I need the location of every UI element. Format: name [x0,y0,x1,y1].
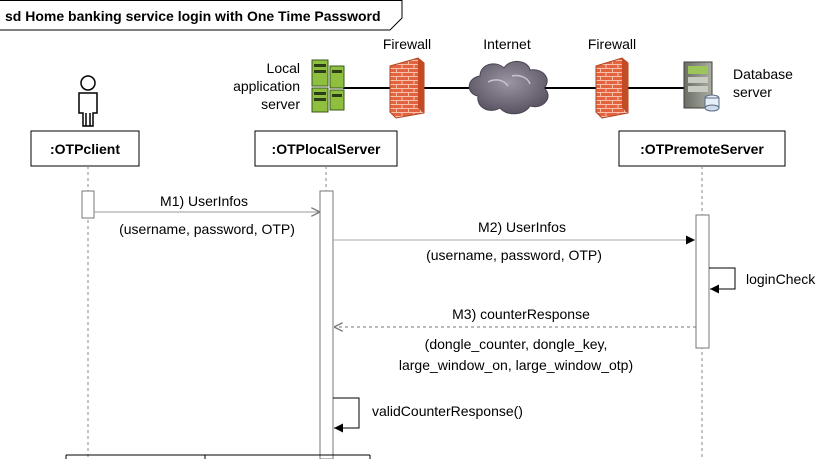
lifeline-local-name: :OTPlocalServer [272,141,381,157]
internet-label: Internet [483,36,531,52]
message-m3-params-line2: large_window_on, large_window_otp) [399,357,633,373]
message-m3-params-line1: (dongle_counter, dongle_key, [425,336,608,352]
lifeline-remote-header: :OTPremoteServer [618,130,786,167]
local-server-icon [311,59,345,113]
activation-remote [695,214,710,349]
message-m1-params: (username, password, OTP) [119,221,295,237]
database-label-line1: Database [733,66,793,82]
message-m2-label: M2) UserInfos [478,219,566,235]
firewall-left-label: Firewall [383,36,431,52]
firewall-left-icon [389,57,425,119]
actor-user-icon [78,75,98,127]
local-server-label-line1: Local [267,60,300,76]
firewall-right-icon [595,57,629,119]
lifeline-local-header: :OTPlocalServer [254,130,398,167]
message-m3-label: M3) counterResponse [452,306,590,322]
lifeline-remote-name: :OTPremoteServer [640,141,764,157]
local-server-label: Local application server [233,60,300,112]
message-m1-label: M1) UserInfos [160,193,248,209]
activation-client [81,190,95,219]
frame-title: sd Home banking service login with One T… [5,8,381,24]
valid-counter-label: validCounterResponse() [372,403,523,419]
database-server-icon [683,61,720,112]
firewall-right-label: Firewall [588,36,636,52]
login-check-label: loginCheck [746,271,816,287]
message-m2-params: (username, password, OTP) [426,247,602,263]
bottom-fragment-box [65,454,371,459]
login-check-self-call [709,267,736,294]
internet-cloud-icon [468,61,549,115]
lifeline-client-header: :OTPclient [30,130,140,167]
local-server-label-line2: application [233,78,300,94]
frame-title-tab: sd Home banking service login with One T… [0,0,403,31]
activation-local [319,190,334,459]
local-server-label-line3: server [261,96,300,112]
lifeline-client-name: :OTPclient [50,141,120,157]
database-label-line2: server [733,84,772,100]
valid-counter-self-call [333,397,360,433]
